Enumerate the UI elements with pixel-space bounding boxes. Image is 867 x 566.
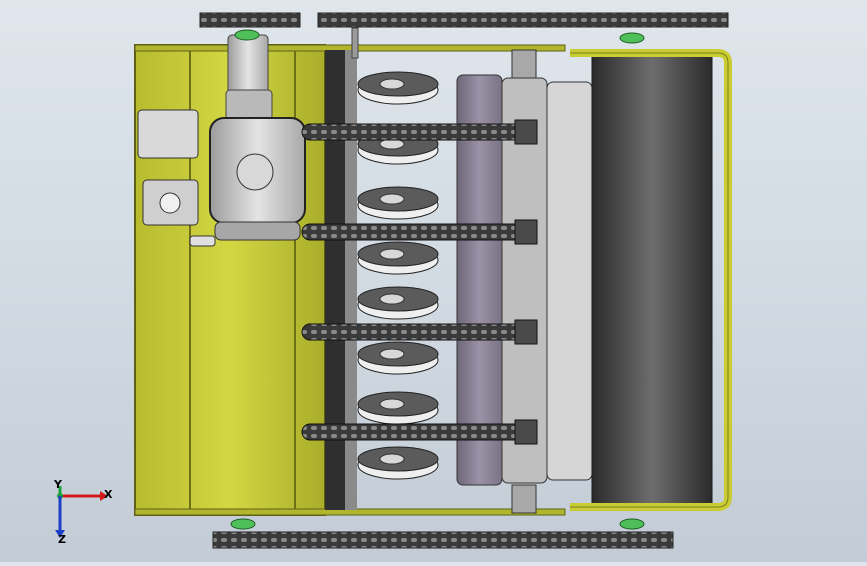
guard-bar[interactable]	[570, 49, 732, 511]
z-axis-label: Z	[58, 533, 66, 546]
x-axis-label: X	[104, 488, 113, 501]
roller-cage[interactable]	[591, 54, 713, 506]
drum-housing[interactable]	[456, 49, 593, 514]
drive-chain[interactable]	[301, 119, 538, 145]
hub	[230, 518, 256, 530]
top-track[interactable]	[199, 12, 729, 28]
bottom-track[interactable]	[212, 531, 674, 549]
side-rail	[325, 50, 357, 510]
cutter-disc[interactable]	[357, 286, 439, 320]
drive-chain[interactable]	[301, 419, 538, 445]
cutter-disc[interactable]	[357, 446, 439, 480]
hub	[619, 32, 645, 44]
drive-chain-group[interactable]	[301, 119, 538, 445]
hub	[234, 29, 260, 41]
x-axis-arrow	[60, 491, 108, 501]
cutter-disc[interactable]	[357, 241, 439, 275]
top-shaft	[351, 27, 359, 59]
cutter-disc[interactable]	[357, 391, 439, 425]
drive-chain[interactable]	[301, 219, 538, 245]
axis-triad: X Y Z	[53, 478, 113, 546]
cutter-disc-group[interactable]	[357, 71, 439, 480]
engine[interactable]	[137, 34, 306, 247]
cutter-disc[interactable]	[357, 71, 439, 105]
cutter-disc[interactable]	[357, 186, 439, 220]
cutter-disc[interactable]	[357, 341, 439, 375]
hub	[619, 518, 645, 530]
drive-chain[interactable]	[301, 319, 538, 345]
hub-group	[230, 29, 645, 530]
z-axis-arrow	[55, 496, 65, 538]
y-axis-label: Y	[53, 478, 63, 491]
